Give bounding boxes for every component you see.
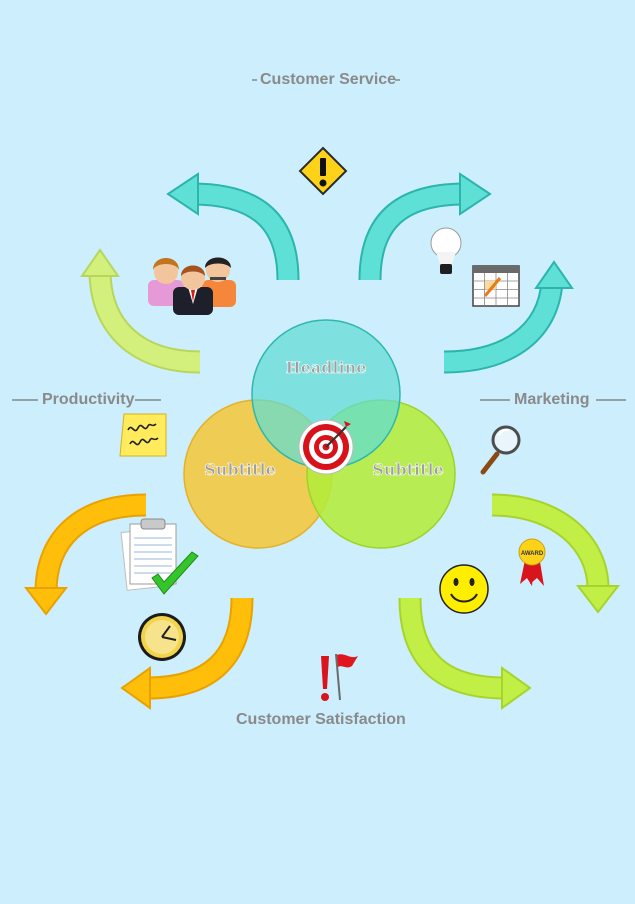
arrow-teal-top-left [166, 172, 300, 281]
warning-icon [298, 146, 348, 196]
check-mark-icon [151, 551, 199, 595]
sticky-note-icon [119, 413, 167, 457]
arrow-teal-top-right [358, 172, 492, 281]
subtitle-right-label: Subtitle [372, 460, 444, 479]
smiley-icon [439, 564, 489, 614]
award-badge-text: AWARD [521, 551, 544, 557]
light-bulb-icon [430, 227, 462, 274]
label-productivity: Productivity [42, 391, 135, 408]
clipboard-icon [120, 518, 177, 591]
calendar-icon [472, 265, 520, 307]
award-ribbon-icon: AWARD [518, 538, 546, 586]
label-customer-service: Customer Service [260, 71, 397, 88]
arrow-teal-upper-right [443, 260, 574, 374]
magnifier-icon [480, 425, 521, 475]
people-icon [148, 257, 236, 315]
subtitle-left-label: Subtitle [204, 460, 276, 479]
target-icon [298, 419, 354, 475]
headline-label: Headline [286, 358, 367, 377]
clock-icon [138, 613, 186, 661]
arrow-light-green-upper-left [80, 248, 201, 374]
flag-icon [321, 653, 358, 701]
label-customer-satisfaction: Customer Satisfaction [236, 711, 406, 728]
arrow-lime-bottom [398, 597, 532, 710]
arrow-orange-bottom [120, 597, 254, 710]
arrow-orange-lower-left [23, 493, 147, 616]
arrow-lime-lower-right [491, 493, 621, 614]
label-marketing: Marketing [514, 391, 590, 408]
